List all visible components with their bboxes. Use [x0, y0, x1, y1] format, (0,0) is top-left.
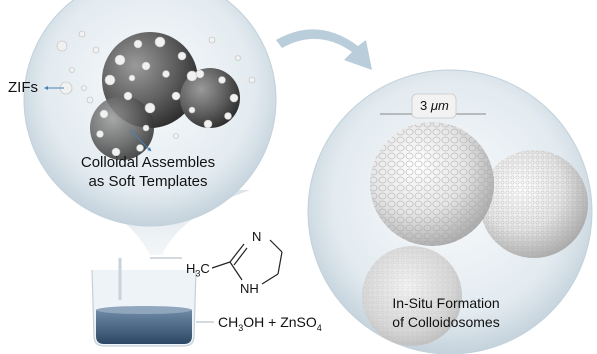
scale-bar — [380, 93, 486, 119]
zifs-label: ZIFs — [8, 79, 38, 96]
right-caption-line1: In-Situ Formation — [392, 295, 500, 311]
left-caption-line1: Colloidal Assembles — [80, 154, 216, 171]
ring-n-label: N — [252, 229, 262, 244]
ring-nh-label: NH — [240, 281, 259, 296]
colloidosome-spheres — [362, 122, 588, 346]
scale-value: 3 — [420, 98, 428, 113]
right-caption-line2: of Colloidosomes — [392, 314, 500, 330]
scale-unit: μm — [430, 98, 449, 113]
methylimidazole-structure — [211, 239, 283, 285]
assembly-pointer-arrow — [129, 129, 152, 152]
scale-bar-label: 3 μm — [420, 99, 449, 112]
methyl-group-label: H3C — [186, 261, 210, 279]
left-caption-line2: as Soft Templates — [88, 173, 208, 190]
beaker-icon — [91, 258, 197, 347]
zif-particles — [56, 30, 256, 157]
solution-label: CH3OH + ZnSO4 — [218, 314, 322, 333]
transfer-arrow-icon — [276, 29, 372, 70]
